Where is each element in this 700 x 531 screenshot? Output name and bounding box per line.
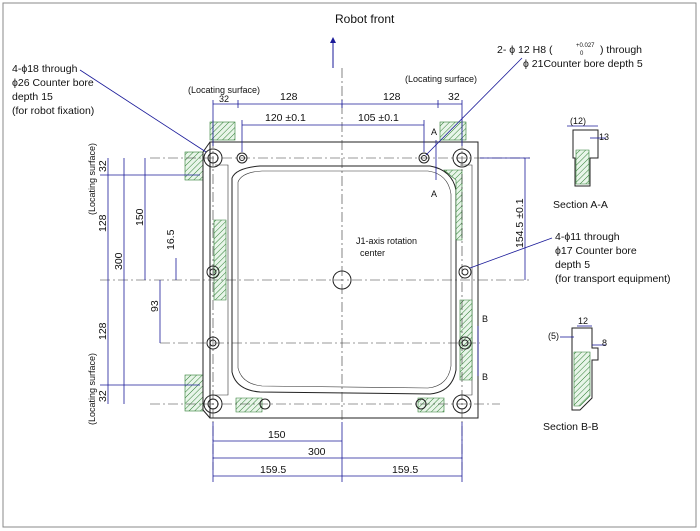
marker-a-top: A: [431, 127, 437, 137]
robot-front-label: Robot front: [335, 12, 395, 26]
note-fixation-line-1: 4-ϕ18 through: [12, 63, 78, 75]
locating-surface-label-top-left: (Locating surface): [188, 85, 260, 95]
note-transport-line-4: (for transport equipment): [555, 273, 671, 285]
dim-top-105: 105 ±0.1: [358, 112, 399, 124]
pin-tol-upper: +0.027: [576, 43, 595, 49]
note-transport-line-2: ϕ17 Counter bore: [555, 245, 637, 257]
j1-axis-label-2: center: [360, 248, 385, 258]
dim-top-32-left: 32: [219, 94, 229, 104]
section-aa: (12) 13 Section A-A: [553, 116, 609, 211]
dim-left-150: 150: [134, 208, 146, 226]
note-fixation-holes: 4-ϕ18 through ϕ26 Counter bore depth 15 …: [12, 63, 207, 153]
sec-b-dim-8: 8: [602, 338, 607, 348]
note-pin-line-2: ϕ 21Counter bore depth 5: [523, 58, 643, 70]
marker-a-bottom: A: [431, 189, 437, 199]
locating-surface-label-top-right: (Locating surface): [405, 74, 477, 84]
section-bb-label: Section B-B: [543, 421, 598, 433]
sec-a-dim-12: (12): [570, 116, 586, 126]
section-bb: 12 (5) 8 Section B-B: [543, 316, 607, 433]
dim-top-128-left: 128: [280, 91, 298, 103]
dim-right-154-5: 154.5 ±0.1: [514, 198, 526, 248]
robot-front-indicator: Robot front: [330, 12, 395, 68]
note-fixation-line-3: depth 15: [12, 91, 53, 103]
locating-surface-hatch: [184, 121, 467, 412]
sec-b-dim-5: (5): [548, 331, 559, 341]
note-fixation-line-4: (for robot fixation): [12, 105, 94, 117]
transport-holes: [206, 265, 472, 410]
j1-axis-label-1: J1-axis rotation: [356, 236, 417, 246]
locating-surface-label-side-bottom: (Locating surface): [87, 353, 97, 425]
dim-left-32-bottom: 32: [97, 390, 109, 402]
note-transport-line-3: depth 5: [555, 259, 590, 271]
dim-bottom-159-5-right: 159.5: [392, 464, 418, 476]
note-pin-line-1: 2- ϕ 12 H8 (: [497, 44, 553, 56]
sec-a-dim-13: 13: [599, 132, 609, 142]
marker-b-top: B: [482, 314, 488, 324]
dim-bottom-159-5-left: 159.5: [260, 464, 286, 476]
dim-top-128-right: 128: [383, 91, 401, 103]
dim-left-32-top: 32: [97, 160, 109, 172]
dim-top-120: 120 ±0.1: [265, 112, 306, 124]
note-transport-holes: 4-ϕ11 through ϕ17 Counter bore depth 5 (…: [469, 231, 671, 285]
marker-b-bottom: B: [482, 372, 488, 382]
dim-left-300: 300: [113, 252, 125, 270]
dim-left-128-bottom: 128: [97, 322, 109, 340]
note-fixation-line-2: ϕ26 Counter bore: [12, 77, 94, 89]
dim-top-32-right: 32: [448, 91, 460, 103]
section-aa-label: Section A-A: [553, 199, 608, 211]
j1-axis-center: J1-axis rotation center: [100, 68, 530, 470]
note-pin-line-1b: ) through: [600, 44, 642, 56]
note-pin-holes: 2- ϕ 12 H8 ( +0.027 0 ) through ϕ 21Coun…: [425, 43, 643, 156]
dim-left-16-5: 16.5: [165, 229, 177, 250]
dim-left-93: 93: [149, 300, 161, 312]
note-transport-line-1: 4-ϕ11 through: [555, 231, 620, 243]
dim-bottom-150: 150: [268, 429, 286, 441]
dim-left-128-top: 128: [97, 214, 109, 232]
right-dimensions: 154.5 ±0.1 B B: [477, 157, 530, 382]
bottom-dimensions: 150 300 159.5 159.5: [212, 422, 463, 482]
locating-surface-label-side-top: (Locating surface): [87, 143, 97, 215]
dim-bottom-300: 300: [308, 446, 326, 458]
pin-tol-lower: 0: [580, 51, 584, 57]
left-dimensions: (Locating surface) (Locating surface) 32…: [87, 143, 200, 425]
base-outline: [202, 141, 479, 419]
top-dimensions: (Locating surface) (Locating surface) 32…: [188, 74, 477, 199]
sec-b-dim-12: 12: [578, 316, 588, 326]
